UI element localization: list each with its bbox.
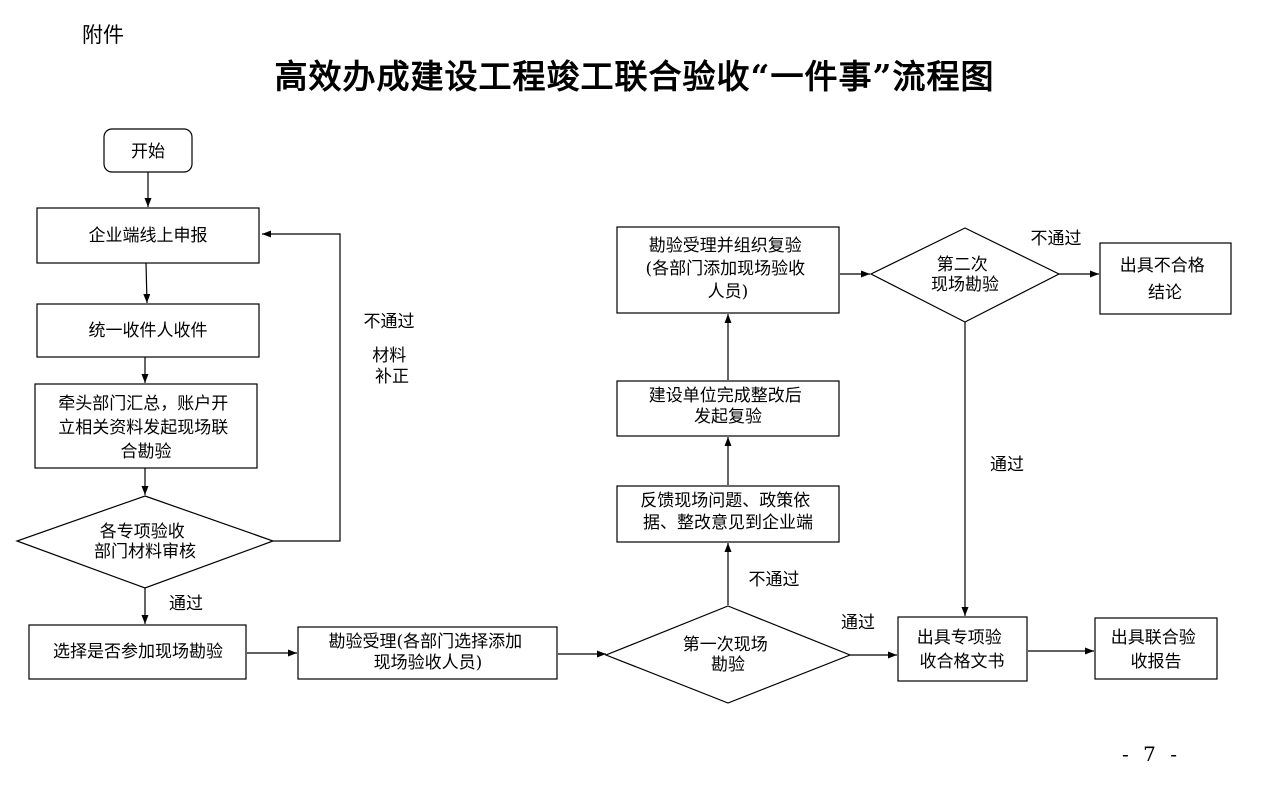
svg-text:不通过: 不通过	[1031, 229, 1082, 249]
svg-text:开始: 开始	[131, 142, 165, 162]
svg-text:通过: 通过	[169, 594, 203, 614]
edge-label-second-pass: 通过	[990, 455, 1024, 475]
edge-label-second-fail: 不通过	[1031, 229, 1082, 249]
svg-text:统一收件人收件: 统一收件人收件	[89, 321, 208, 341]
node-second-label-line2: 现场勘验	[931, 275, 999, 295]
node-summary-label-line1: 牵头部门汇总，账户开	[58, 394, 228, 414]
node-joint-report-label-line2: 收报告	[1131, 652, 1182, 672]
node-first-inspection-decision	[604, 605, 852, 704]
svg-text:出具不合格 结论: 出具不合格 结论	[1120, 256, 1210, 303]
node-summary-label-line3: 合勘验	[121, 442, 172, 462]
node-review-decision	[15, 495, 275, 589]
node-summary	[34, 383, 258, 469]
node-pass-document-label-line2: 收合格文书	[920, 652, 1005, 672]
edge-online-receive	[143, 262, 151, 304]
edge-label-review-fix-line1: 材料	[372, 346, 406, 366]
node-review-label-line2: 部门材料审核	[94, 542, 196, 562]
node-feedback	[616, 485, 840, 543]
page-title: 高效办成建设工程竣工联合验收“一件事”流程图	[274, 57, 995, 96]
node-fail-result-label-line2: 结论	[1148, 283, 1182, 303]
attachment-label: 附件	[82, 23, 124, 47]
svg-text:勘验受理并组织复验 (各部门添加现场验收: 勘验受理并组织复验 (各部门添加现场验收 人员)	[645, 236, 810, 302]
edge-label-review-pass: 通过	[169, 594, 203, 614]
edge-label-first-pass: 通过	[841, 613, 875, 633]
svg-text:通过: 通过	[841, 613, 875, 633]
node-pass-document	[897, 616, 1028, 682]
node-joint-report-label-line1: 出具联合验	[1111, 628, 1196, 648]
node-reaccept-label-line2: (各部门添加现场验收	[645, 259, 805, 279]
page-number: - 7 -	[1122, 742, 1181, 766]
node-first-label-line1: 第一次现场	[683, 635, 768, 655]
node-choose	[28, 624, 247, 680]
node-feedback-label-line1: 反馈现场问题、政策依	[640, 491, 810, 511]
svg-text:各专项验收 部门材料审核: 各专项验收 部门材料审核	[94, 522, 196, 562]
edge-review-online-loop	[262, 230, 341, 542]
node-online-submit	[36, 207, 260, 264]
node-accept	[297, 626, 558, 680]
node-accept-label-line2: 现场验收人员)	[374, 653, 483, 673]
node-fail-result	[1099, 242, 1232, 315]
node-rectify-label-line1: 建设单位完成整改后	[649, 386, 802, 406]
svg-text:不通过: 不通过	[749, 570, 800, 590]
node-online-label: 企业端线上申报	[89, 226, 208, 246]
node-receive	[36, 303, 260, 358]
node-choose-label: 选择是否参加现场勘验	[53, 642, 223, 662]
svg-text:出具联合验 收报告: 出具联合验 收报告	[1111, 628, 1201, 672]
node-summary-label-line2: 立相关资料发起现场联	[58, 418, 228, 438]
svg-text:牵头部门汇总，账户开 立相关资料发起现场联: 牵头部门汇总，账户开 立相关资料发起现场联 合勘验	[58, 394, 233, 462]
node-fail-result-label-line1: 出具不合格	[1120, 256, 1205, 276]
svg-text:材料 补正: 材料 补正	[372, 346, 411, 387]
node-review-label-line1: 各专项验收	[100, 522, 185, 542]
node-second-inspection-decision	[869, 227, 1061, 323]
node-joint-report	[1094, 617, 1218, 680]
svg-text:选择是否参加现场勘验: 选择是否参加现场勘验	[53, 642, 223, 662]
node-first-label-line2: 勘验	[711, 655, 745, 675]
svg-text:不通过: 不通过	[364, 312, 415, 332]
edge-label-first-fail: 不通过	[749, 570, 800, 590]
svg-text:勘验受理(各部门选择添加 现场验收人员): 勘验受理(各部门选择添加 现场验收人员)	[328, 632, 527, 673]
svg-text:第二次 现场勘验: 第二次 现场勘验	[931, 255, 999, 295]
node-pass-document-label-line1: 出具专项验	[917, 628, 1002, 648]
edge-label-review-fix-line2: 补正	[375, 367, 409, 387]
svg-text:企业端线上申报: 企业端线上申报	[89, 226, 208, 246]
svg-text:出具专项验 收合格文书: 出具专项验 收合格文书	[917, 628, 1007, 672]
node-start-label: 开始	[131, 142, 165, 162]
node-receive-label: 统一收件人收件	[89, 321, 208, 341]
node-accept-label-line1: 勘验受理(各部门选择添加	[328, 632, 522, 652]
node-reaccept-label-line1: 勘验受理并组织复验	[649, 236, 802, 256]
node-rectify	[616, 380, 840, 437]
svg-text:通过: 通过	[990, 455, 1024, 475]
svg-text:第一次现场 勘验: 第一次现场 勘验	[683, 635, 773, 675]
svg-text:建设单位完成整改后 发起复验: 建设单位完成整改后 发起复验	[649, 386, 807, 427]
edge-label-review-fail: 不通过	[364, 312, 415, 332]
node-rectify-label-line2: 发起复验	[694, 407, 762, 427]
node-reaccept-label-line3: 人员)	[708, 282, 749, 302]
node-reaccept	[616, 226, 840, 314]
svg-text:反馈现场问题、政策依 据、整改意见到企业端: 反馈现场问题、政策依 据、整改意见到企业端	[640, 491, 815, 533]
node-start	[103, 128, 193, 173]
node-feedback-label-line2: 据、整改意见到企业端	[643, 513, 813, 533]
node-second-label-line1: 第二次	[937, 255, 988, 275]
